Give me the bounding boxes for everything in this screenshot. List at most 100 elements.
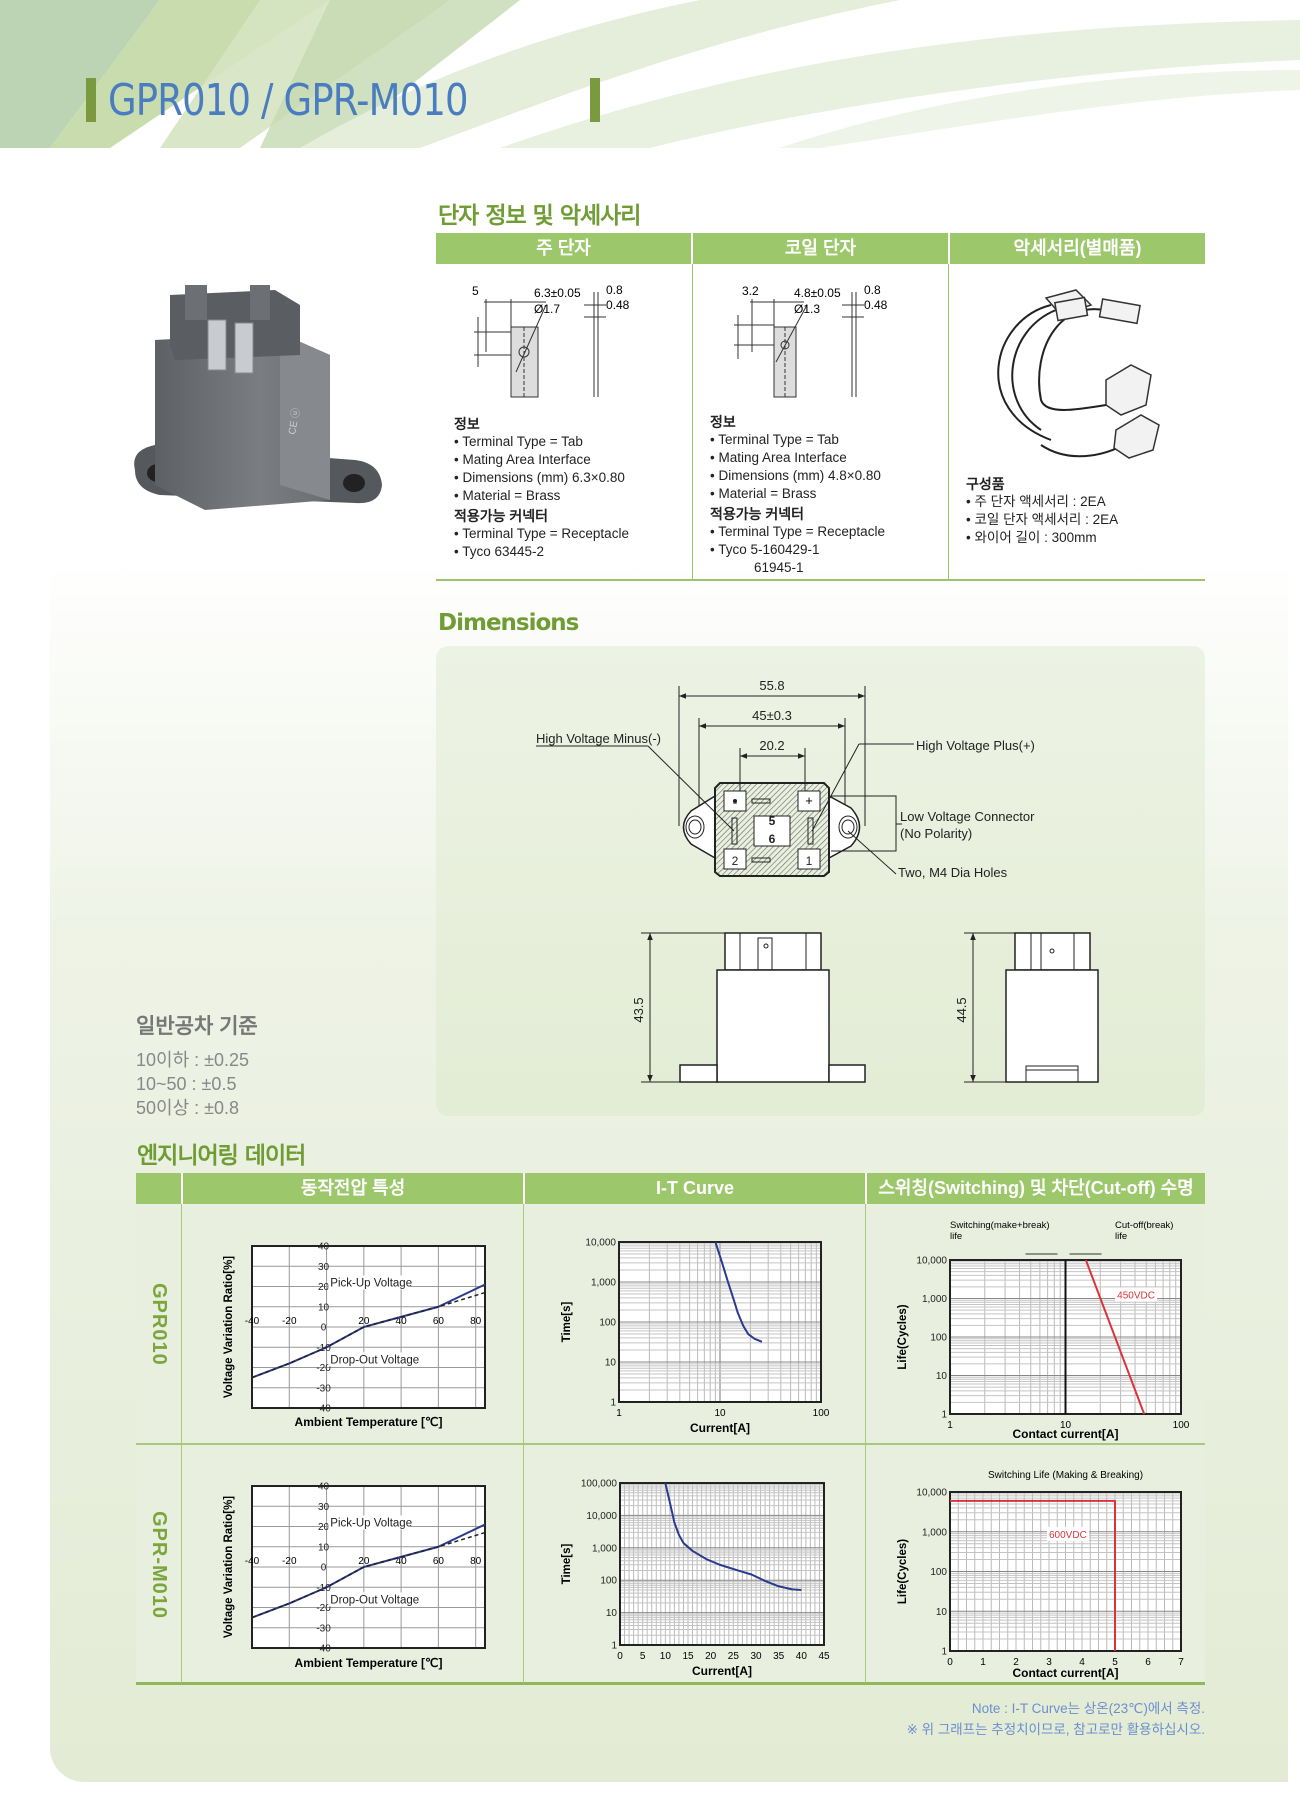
col-header-accessories: 악세서리(별매품) <box>948 233 1205 264</box>
x-tick-label: 45 <box>818 1651 830 1662</box>
label-hv-plus: High Voltage Plus(+) <box>916 738 1035 753</box>
pin-5: 5 <box>769 814 776 828</box>
series-label: Pick-Up Voltage <box>330 1518 412 1530</box>
column-divider <box>948 264 949 579</box>
dim-c: Ø1.7 <box>534 302 560 316</box>
chart-title: Switching Life (Making & Breaking) <box>988 1470 1143 1481</box>
header-banner <box>0 0 1300 148</box>
connector-item: Terminal Type = Receptacle <box>710 523 885 541</box>
y-tick-label: 10,000 <box>586 1511 617 1522</box>
y-tick-label: 100 <box>930 1567 947 1578</box>
dim-hole-pitch: 45±0.3 <box>752 708 792 723</box>
dim-b: 4.8±0.05 <box>794 286 841 300</box>
y-tick-label: 10,000 <box>916 1488 947 1499</box>
connector-title: 적용가능 커넥터 <box>710 506 805 522</box>
label-hv-minus: High Voltage Minus(-) <box>536 731 661 746</box>
y-axis-title: Life(Cycles) <box>897 1539 909 1604</box>
grid <box>949 1492 1182 1652</box>
parts-item: 주 단자 액세서리 : 2EA <box>966 493 1118 511</box>
y-tick-label: 1 <box>611 1641 617 1652</box>
pin-2: 2 <box>732 854 739 868</box>
x-tick-label: 40 <box>396 1556 408 1567</box>
main-terminal-drawing: 5 6.3±0.05 Ø1.7 0.8 0.48 <box>472 283 630 398</box>
dim-e: 0.48 <box>864 298 888 312</box>
relay-product-image: CE ⓤ <box>134 285 382 510</box>
plot-frame <box>618 1241 822 1403</box>
y-tick-label: -30 <box>316 1623 331 1634</box>
y-tick-label: 10 <box>318 1542 330 1553</box>
series-line <box>1084 1259 1146 1415</box>
page-title: GPR010 / GPR-M010 <box>86 72 600 128</box>
y-tick-label: 10 <box>318 1302 330 1313</box>
tolerance-title: 일반공차 기준 <box>136 1015 258 1038</box>
y-tick-label: 10,000 <box>916 1256 947 1267</box>
series-label: Pick-Up Voltage <box>330 1278 412 1290</box>
x-tick-label: -40 <box>245 1556 260 1567</box>
col-header-coil-terminal: 코일 단자 <box>691 233 948 264</box>
series-label-bg <box>1115 1287 1158 1302</box>
x-tick-label: 6 <box>1145 1657 1151 1668</box>
header-blank <box>136 1173 181 1204</box>
y-tick-label: -30 <box>316 1383 331 1394</box>
x-tick-label: 1 <box>947 1420 953 1431</box>
y-tick-label: 10 <box>606 1608 618 1619</box>
parts-item: 와이어 길이 : 300mm <box>966 529 1118 547</box>
info-title: 정보 <box>710 414 736 430</box>
y-tick-label: 1,000 <box>592 1543 617 1554</box>
series-label: Drop-Out Voltage <box>330 1354 419 1366</box>
dim-a: 5 <box>472 284 479 298</box>
dimensions-heading: Dimensions <box>438 610 579 636</box>
y-tick-label: 10 <box>605 1358 617 1369</box>
info-item: Material = Brass <box>710 485 885 503</box>
row-label-text: GPR010 <box>148 1283 170 1366</box>
x-tick-label: 80 <box>470 1316 482 1327</box>
y-tick-label: -20 <box>316 1363 331 1374</box>
row-label-text: GPR-M010 <box>148 1510 170 1620</box>
y-tick-label: -20 <box>316 1603 331 1614</box>
x-tick-label: 0 <box>617 1651 623 1662</box>
x-tick-label: 100 <box>1173 1420 1190 1431</box>
svg-text:▫: ▫ <box>733 797 737 809</box>
y-tick-label: 20 <box>318 1282 330 1293</box>
x-tick-label: -20 <box>282 1556 297 1567</box>
x-tick-label: 100 <box>813 1408 830 1419</box>
info-item: Terminal Type = Tab <box>454 433 629 451</box>
y-tick-label: 10 <box>936 1371 948 1382</box>
col-header-it-curve: I-T Curve <box>523 1173 865 1204</box>
row-separator <box>136 1204 1205 1445</box>
pin-6: 6 <box>769 832 776 846</box>
dimension-drawing: +▫ 55.8 45±0.3 20.2 High Voltage Minus(-… <box>536 678 1099 1083</box>
series-line <box>251 1531 486 1619</box>
label-m4-holes: Two, M4 Dia Holes <box>898 865 1008 880</box>
it-curve-note: Note : I-T Curve는 상온(23℃)에서 측정. <box>971 1701 1205 1716</box>
tolerance-row: 10이하 : ±0.25 <box>136 1050 250 1070</box>
series-label: Drop-Out Voltage <box>330 1594 419 1606</box>
x-tick-label: 1 <box>616 1408 622 1419</box>
title-text: GPR010 / GPR-M010 <box>108 74 469 126</box>
x-tick-label: 7 <box>1178 1657 1184 1668</box>
y-tick-label: 40 <box>318 1242 330 1253</box>
y-tick-label: 100 <box>930 1333 947 1344</box>
engineering-data-table: 동작전압 특성 I-T Curve 스위칭(Switching) 및 차단(Cu… <box>136 1173 1205 1685</box>
row-label-gpr-m010: GPR-M010 <box>136 1445 181 1685</box>
coil-terminal-info: 정보 Terminal Type = TabMating Area Interf… <box>710 411 885 577</box>
series-line <box>251 1291 486 1379</box>
y-tick-label: 1,000 <box>922 1294 947 1305</box>
dim-c: Ø1.3 <box>794 302 820 316</box>
y-tick-label: -40 <box>316 1644 331 1655</box>
dim-height-side: 44.5 <box>954 997 969 1022</box>
plot-frame <box>251 1245 486 1409</box>
x-tick-label: 40 <box>396 1316 408 1327</box>
plot-frame <box>251 1485 486 1649</box>
connector-item-extra: 61945-1 <box>754 560 804 575</box>
parts-title: 구성품 <box>966 476 1005 492</box>
row-label-gpr010: GPR010 <box>136 1204 181 1445</box>
series-line <box>664 1482 802 1591</box>
y-tick-label: 1 <box>941 1410 947 1421</box>
x-tick-label: 4 <box>1079 1657 1085 1668</box>
y-tick-label: 40 <box>318 1482 330 1493</box>
series-label-bg <box>328 1352 411 1367</box>
plot-area <box>620 1483 824 1645</box>
